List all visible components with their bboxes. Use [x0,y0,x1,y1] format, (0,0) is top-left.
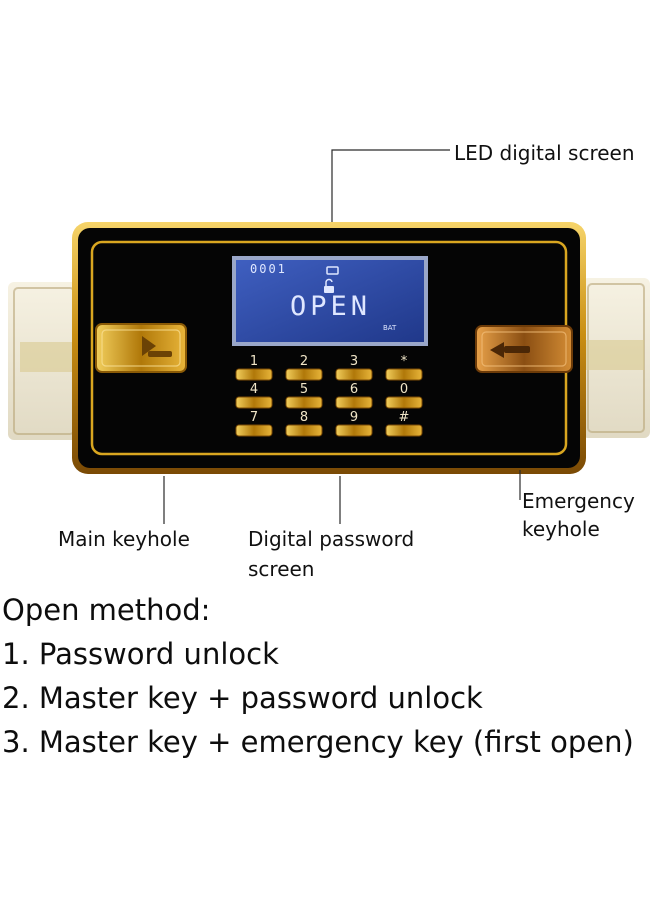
keypad-label-7: 7 [250,410,258,425]
led-digital-screen [232,256,428,346]
led-screen-leader [331,149,450,222]
keypad-button-5[interactable] [285,396,323,409]
keypad-label-hash: # [399,410,410,425]
main-keyhole-label: Main keyhole [58,527,190,551]
keypad-button-1[interactable] [235,368,273,381]
keypad-label-3: 3 [350,354,358,369]
keypad-label-star: * [401,354,408,369]
right-bolt-housing [582,278,650,438]
keypad-button-3[interactable] [335,368,373,381]
left-bolt-housing [8,282,80,440]
password-screen-label-line2: screen [248,557,315,581]
key-icon [490,342,530,358]
keypad-label-9: 9 [350,410,358,425]
callout-lines [163,149,521,524]
keypad-button-9[interactable] [335,424,373,437]
screen-battery: BAT [383,324,397,332]
lock-panel [72,222,586,474]
keypad-label-8: 8 [300,410,308,425]
keypad-button-7[interactable] [235,424,273,437]
keypad-button-0[interactable] [385,396,423,409]
unlock-icon [324,266,339,293]
keypad-button-2[interactable] [285,368,323,381]
emergency-keyhole-label-line1: Emergency [522,489,635,513]
keypad-label-0: 0 [400,382,408,397]
keypad-button-4[interactable] [235,396,273,409]
password-screen-label-line1: Digital password [248,527,415,551]
keypad-button-8[interactable] [285,424,323,437]
keypad-label-1: 1 [250,354,258,369]
keypad: 1 2 3 * 4 5 6 0 7 8 9 # [235,354,423,437]
keypad-label-4: 4 [250,382,258,397]
open-method-item-1: 1. Password unlock [2,637,279,671]
screen-status: OPEN [290,291,372,322]
keypad-button-6[interactable] [335,396,373,409]
open-method-section: Open method: 1. Password unlock 2. Maste… [2,588,658,764]
keypad-label-5: 5 [300,382,308,397]
open-method-title: Open method: [2,593,211,627]
emergency-keyhole-bolt [475,325,573,373]
open-method-item-3: 3. Master key + emergency key (first ope… [2,725,634,759]
open-method-item-2: 2. Master key + password unlock [2,681,483,715]
keypad-button-hash[interactable] [385,424,423,437]
emergency-keyhole-label-line2: keyhole [522,517,600,541]
keypad-button-star[interactable] [385,368,423,381]
keypad-label-6: 6 [350,382,358,397]
lock-bolt-icon [142,336,172,357]
led-screen-label: LED digital screen [454,141,635,165]
main-keyhole-bolt [95,323,187,373]
keypad-label-2: 2 [300,354,308,369]
screen-counter: 0001 [250,262,287,276]
